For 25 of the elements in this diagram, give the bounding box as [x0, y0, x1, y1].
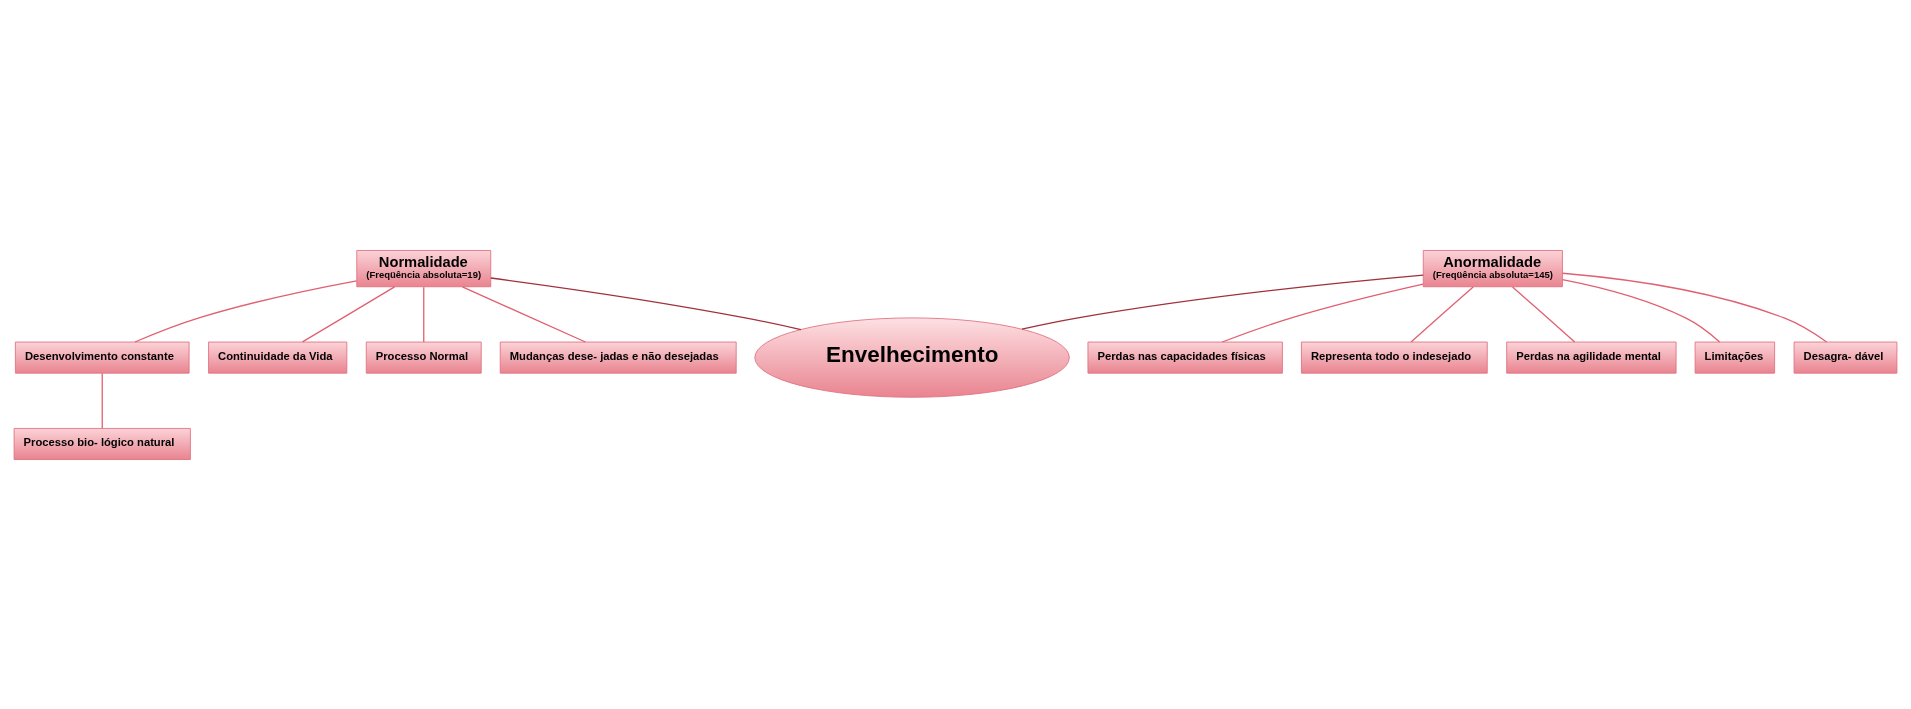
connector — [1561, 272, 1828, 343]
node-ellipse: Envelhecimento — [754, 317, 1070, 398]
node-box: Limitações — [1694, 341, 1776, 374]
connector — [301, 285, 396, 343]
node-box: Normalidade (Freqüência absoluta=19) — [356, 249, 492, 287]
connector — [461, 285, 587, 343]
node-box: Perdas na agilidade mental — [1506, 341, 1677, 374]
node-box: Desagra- dável — [1793, 341, 1898, 374]
connector — [1561, 278, 1721, 343]
connector — [1221, 283, 1424, 343]
node-box: Perdas nas capacidades físicas — [1087, 341, 1283, 374]
connector — [1021, 274, 1424, 330]
node-box: Mudanças dese- jadas e não desejadas — [499, 341, 737, 374]
node-box: Representa todo o indesejado — [1301, 341, 1488, 374]
node-box: Desenvolvimento constante — [14, 341, 190, 374]
node-box: Anormalidade (Freqüência absoluta=145) — [1422, 249, 1563, 287]
node-box: Processo bio- lógico natural — [13, 427, 191, 460]
connector — [1410, 285, 1474, 343]
node-box: Continuidade da Vida — [208, 341, 348, 374]
connector — [134, 279, 358, 343]
connector — [1511, 285, 1576, 343]
connector — [101, 372, 103, 429]
connector — [423, 286, 425, 343]
connector — [490, 276, 802, 330]
node-box: Processo Normal — [365, 341, 482, 374]
